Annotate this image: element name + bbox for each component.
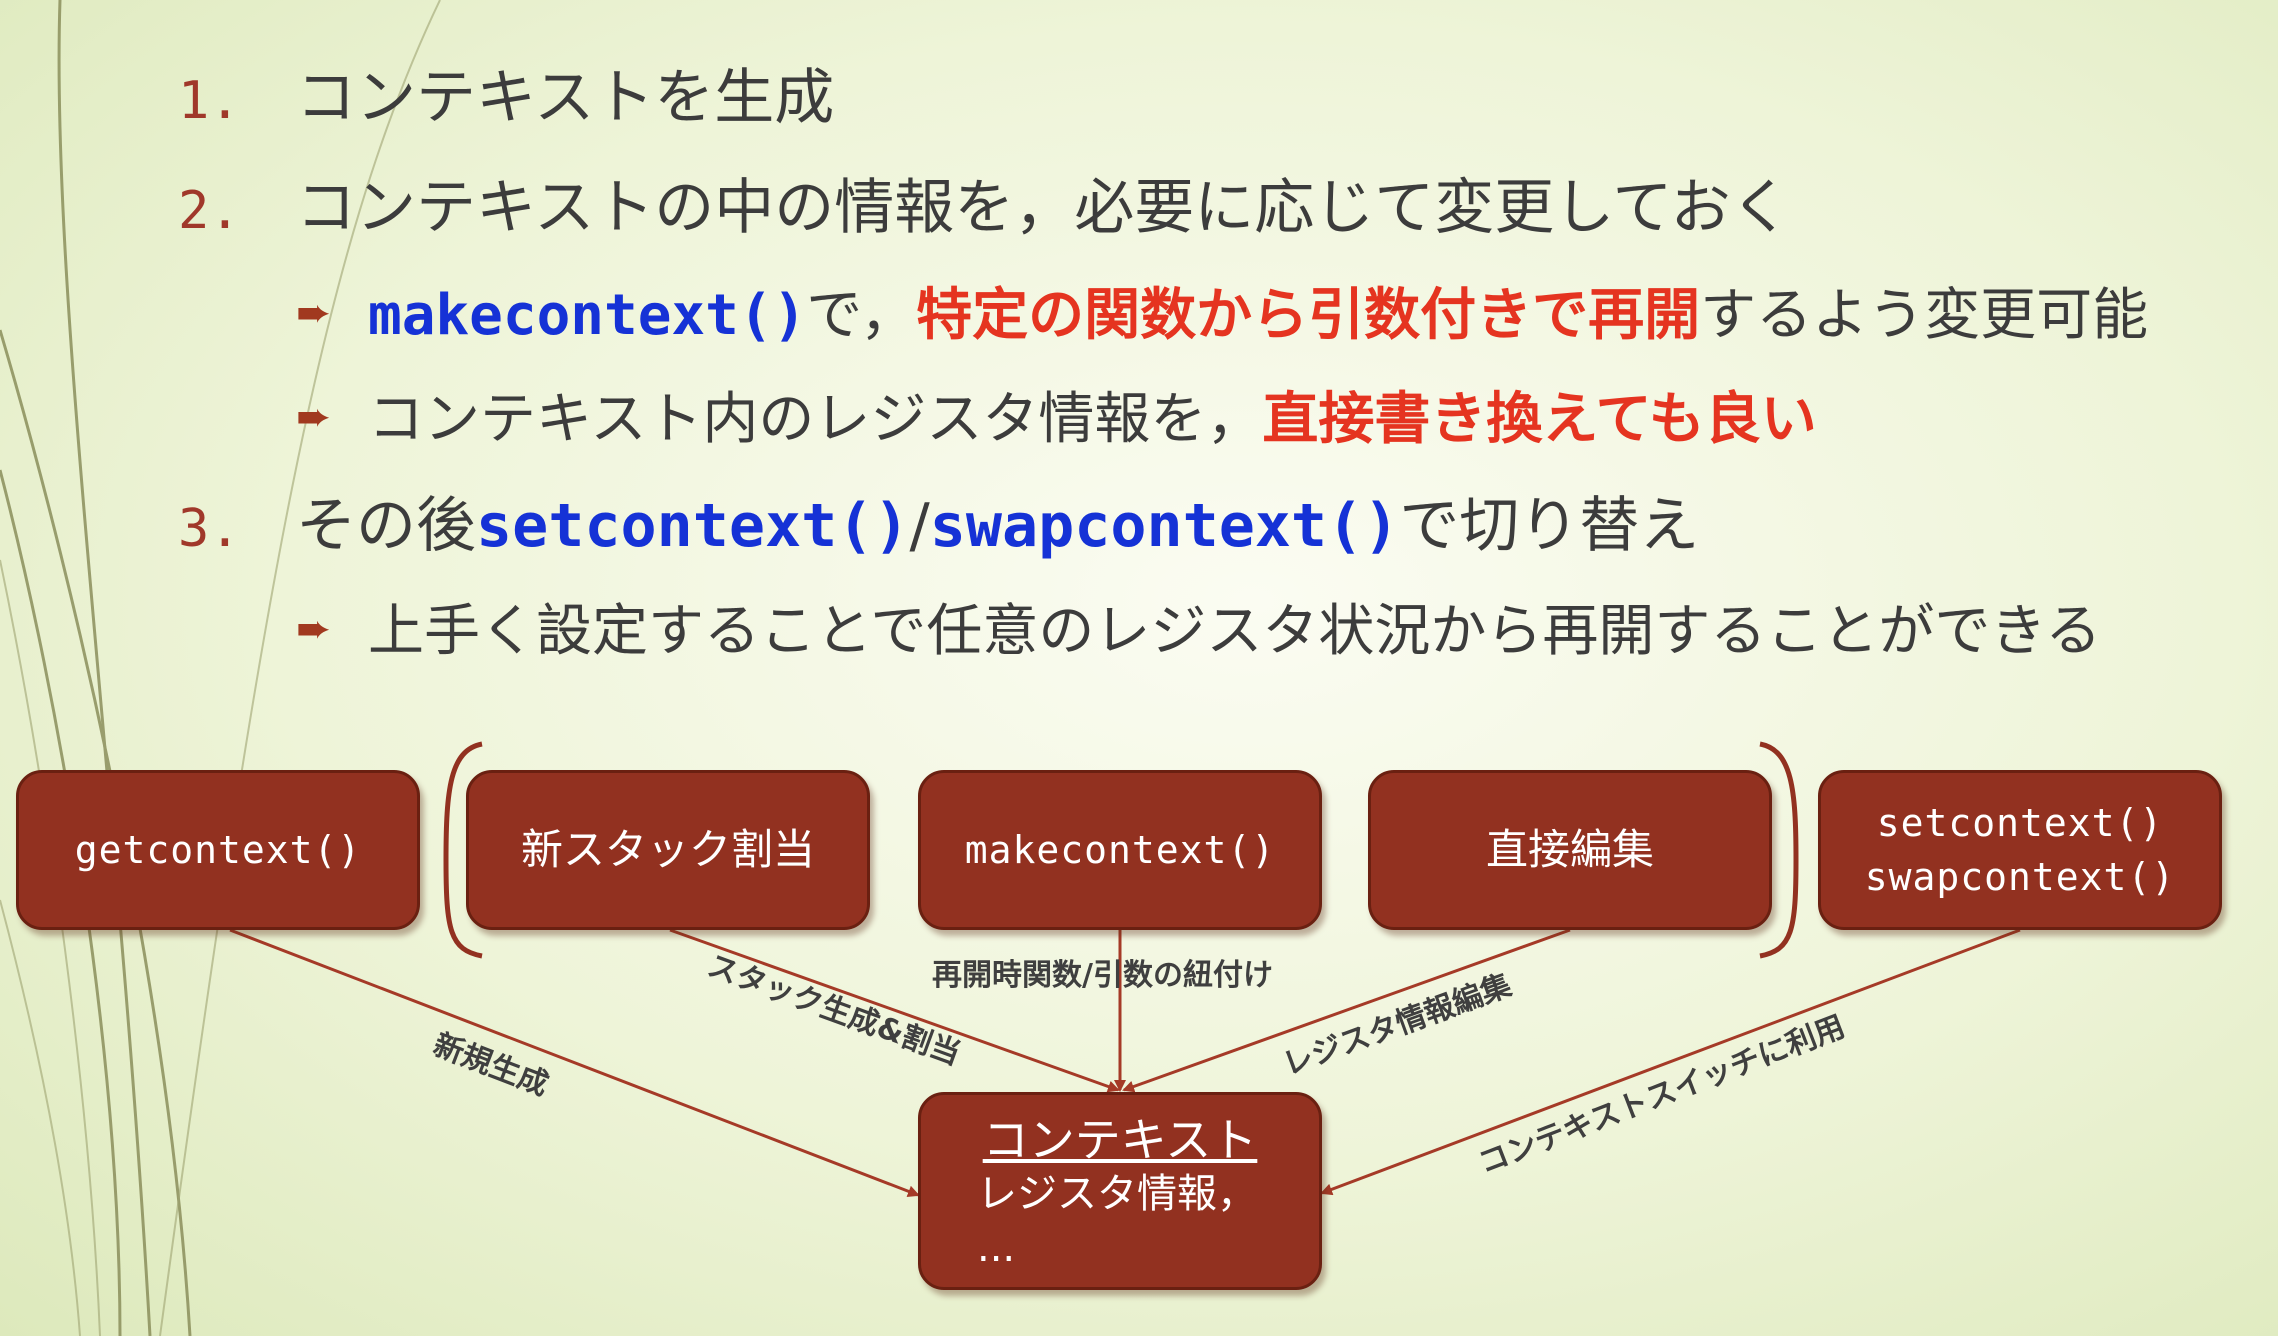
item-text: コンテキストを生成 bbox=[296, 63, 835, 133]
sub-text: 上手く設定することで任意のレジスタ状況から再開することができる bbox=[368, 599, 2102, 664]
emphasis-text: 直接書き換えても良い bbox=[1262, 387, 1817, 452]
box-label-setcontext: setcontext() bbox=[1876, 801, 2164, 845]
sub-text: で， bbox=[806, 283, 917, 348]
box-context: コンテキスト レジスタ情報， ... bbox=[918, 1092, 1322, 1290]
code-swapcontext: swapcontext() bbox=[929, 491, 1400, 561]
context-title: コンテキスト bbox=[982, 1113, 1258, 1167]
arrow-bullet-icon: ➨ bbox=[296, 287, 332, 337]
box-setcontext-swapcontext: setcontext() swapcontext() bbox=[1818, 770, 2222, 930]
bullet-list: 1.コンテキストを生成 2.コンテキストの中の情報を，必要に応じて変更しておく … bbox=[178, 58, 2148, 675]
bullet-sub-3: ➨ 上手く設定することで任意のレジスタ状況から再開することができる bbox=[296, 592, 2101, 675]
box-makecontext: makecontext() bbox=[918, 770, 1322, 930]
context-line-1: レジスタ情報， bbox=[977, 1171, 1257, 1217]
arrow-bullet-icon: ➨ bbox=[296, 391, 332, 441]
item-number: 1. bbox=[178, 71, 241, 131]
bullet-item-2: 2. コンテキストの中の情報を，必要に応じて変更しておく bbox=[178, 168, 1791, 251]
bullet-sub-1: ➨ makecontext()で，特定の関数から引数付きで再開するよう変更可能 bbox=[296, 276, 2148, 359]
arrow-setcontext bbox=[1320, 928, 2021, 1196]
item-text: で切り替え bbox=[1399, 491, 1700, 561]
box-label: makecontext() bbox=[964, 828, 1276, 872]
box-label: 直接編集 bbox=[1485, 825, 1654, 874]
edge-label-rebind: 再開時関数/引数の紐付け bbox=[932, 958, 1273, 993]
box-label-swapcontext: swapcontext() bbox=[1864, 855, 2176, 899]
box-new-stack: 新スタック割当 bbox=[466, 770, 870, 930]
arrow-direct-edit bbox=[1122, 928, 1571, 1093]
bullet-sub-2: ➨ コンテキスト内のレジスタ情報を，直接書き換えても良い bbox=[296, 380, 1817, 463]
bullet-item-1: 1. コンテキストを生成 bbox=[178, 58, 834, 141]
box-getcontext: getcontext() bbox=[16, 770, 420, 930]
left-bracket bbox=[443, 741, 483, 959]
arrow-new-stack bbox=[669, 928, 1120, 1093]
context-line-2: ... bbox=[977, 1225, 1016, 1271]
arrow-getcontext bbox=[229, 928, 920, 1198]
emphasis-text: 特定の関数から引数付きで再開 bbox=[916, 283, 1701, 348]
box-label: 新スタック割当 bbox=[520, 825, 815, 874]
box-label: getcontext() bbox=[74, 828, 362, 872]
separator: / bbox=[909, 491, 930, 561]
bullet-item-3: 3. その後setcontext()/swapcontext()で切り替え bbox=[178, 486, 1699, 569]
item-text: その後 bbox=[296, 491, 476, 561]
arrow-bullet-icon: ➨ bbox=[296, 603, 332, 653]
code-setcontext: setcontext() bbox=[476, 491, 910, 561]
sub-text: コンテキスト内のレジスタ情報を， bbox=[368, 387, 1263, 452]
item-number: 3. bbox=[178, 499, 241, 559]
item-number: 2. bbox=[178, 181, 241, 241]
right-bracket bbox=[1759, 741, 1799, 959]
box-direct-edit: 直接編集 bbox=[1368, 770, 1772, 930]
sub-text: するよう変更可能 bbox=[1700, 283, 2149, 348]
code-makecontext: makecontext() bbox=[368, 283, 807, 348]
item-text: コンテキストの中の情報を，必要に応じて変更しておく bbox=[296, 173, 1791, 243]
